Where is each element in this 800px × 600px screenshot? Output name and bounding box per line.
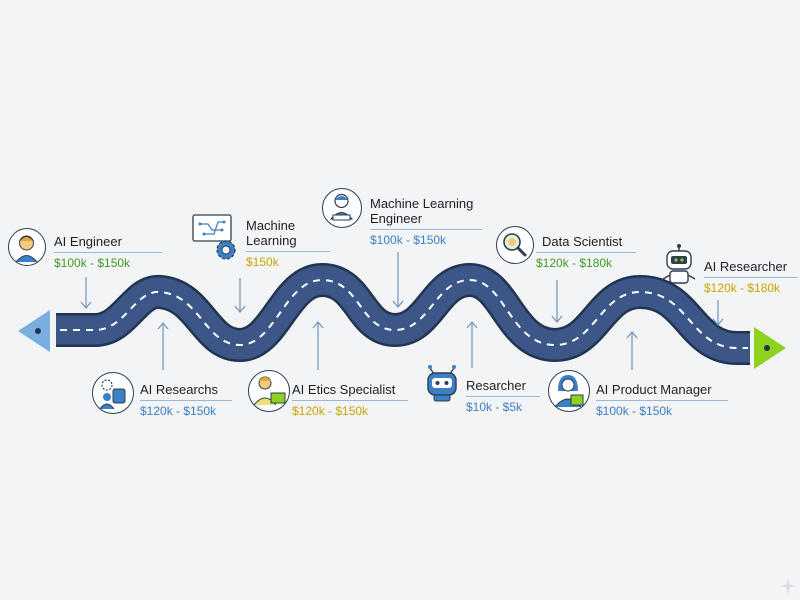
robot-head-icon [427,365,457,402]
connector-ml-engineer [392,252,404,308]
title-underline [292,400,408,401]
road-surface [56,265,755,363]
milestone-title: Machine Learning Engineer [370,196,474,226]
salary-range: $120k - $180k [704,281,781,295]
sparkle-icon [780,578,796,594]
milestone-title: AI Product Manager [596,382,712,397]
milestone-title: AI Researchs [140,382,219,397]
start-arrow-icon [18,310,50,352]
connector-ai-researchs [157,322,169,370]
connectors [80,252,724,370]
title-underline [536,252,636,253]
connector-ai-engineer [80,277,92,309]
milestone-title: Machine Learning [246,218,297,248]
milestone-ai-etics: AI Etics Specialist $120k - $150k [248,370,408,424]
title-underline [596,400,728,401]
start-dot [35,328,41,334]
salary-range: $100k - $150k [596,404,673,418]
title-underline [246,251,330,252]
milestone-ai-product-manager: AI Product Manager $100k - $150k [548,370,728,424]
road-center-line [60,278,748,350]
magnifier-icon [496,226,534,264]
connector-ai-etics [312,321,324,370]
connector-ai-researcher [712,300,724,326]
connector-resarcher [466,321,478,368]
person-icon [8,228,46,266]
milestone-title: AI Researcher [704,259,788,274]
milestone-ai-engineer: AI Engineer $100k - $150k [8,228,162,278]
gear-person-icon [92,372,134,414]
salary-range: $120k - $150k [140,404,217,418]
salary-range: $100k - $150k [370,233,447,247]
salary-range: $10k - $5k [466,400,523,414]
milestone-machine-learning: Machine Learning $150k [190,212,330,272]
person-laptop-icon [248,370,290,412]
milestone-resarcher: Resarcher $10k - $5k [420,360,540,420]
milestone-ml-engineer: Machine Learning Engineer $100k - $150k [322,186,482,252]
engineer-laptop-icon [322,188,362,228]
salary-range: $120k - $180k [536,256,613,270]
salary-range: $100k - $150k [54,256,131,270]
milestone-ai-researchs: AI Researchs $120k - $150k [90,368,232,422]
title-underline [704,277,798,278]
milestone-title: Resarcher [466,378,526,393]
salary-range: $120k - $150k [292,404,369,418]
woman-tablet-icon [548,370,590,412]
milestone-data-scientist: Data Scientist $120k - $180k [496,226,636,276]
milestone-title: Data Scientist [542,234,623,249]
title-underline [140,400,232,401]
winding-road [56,263,757,365]
milestone-ai-researcher: AI Researcher $120k - $180k [658,243,798,299]
end-dot [764,345,770,351]
connector-machine-learning [234,278,246,313]
circuit-gear-icon [192,214,236,260]
connector-data-scientist [551,280,563,323]
milestone-title: AI Etics Specialist [292,382,396,397]
title-underline [54,252,162,253]
title-underline [370,229,482,230]
salary-range: $150k [246,255,279,269]
connector-ai-product-manager [626,331,638,370]
title-underline [466,396,540,397]
milestone-title: AI Engineer [54,234,122,249]
robot-icon [662,244,696,284]
